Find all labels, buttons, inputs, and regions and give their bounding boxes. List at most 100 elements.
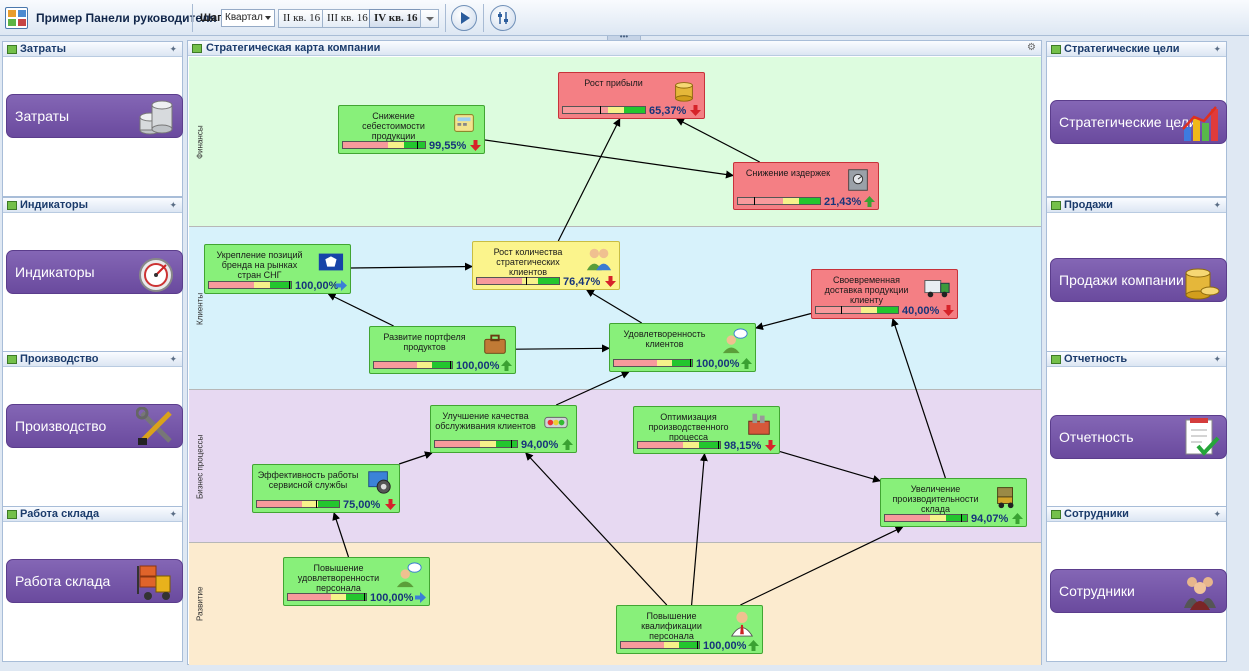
gauge-marker [417,141,418,149]
chat-person-icon [720,327,750,355]
tile-warehouse[interactable]: Работа склада [6,559,183,603]
pin-icon[interactable]: ✦ [169,200,177,210]
tile-sales[interactable]: Продажи компании [1050,258,1227,302]
map-node-ukreplenie[interactable]: Укрепление позиций бренда на рынках стра… [204,244,351,294]
link-arrow-kvalifikaciya-to-optimizaciya [691,453,708,606]
gauge-marker [526,277,527,285]
toolbar: Пример Панели руководителя Шаг: Квартал … [0,0,1249,41]
link-arrow-kvalifikaciya-to-proizvoditelnost [740,526,904,606]
pin-icon[interactable]: ✦ [169,354,177,364]
trend-up-icon [864,196,875,207]
tile-production[interactable]: Производство [6,404,183,448]
pin-icon[interactable]: ✦ [1213,509,1221,519]
panel-title: Стратегические цели [1064,43,1180,55]
trend-up-icon [748,640,759,651]
pin-icon[interactable]: ✦ [1213,200,1221,210]
kpi-value: 21,43% [824,196,862,208]
kpi-value: 40,00% [902,305,940,317]
link-arrow-ukreplenie-to-rost-klientov [350,262,473,271]
people-icon [584,245,614,273]
gauge-marker [718,441,719,449]
toolbar-separator [483,4,484,32]
chevron-down-icon [426,17,434,21]
node-title: Снижение издержек [745,168,831,178]
node-title: Улучшение качества обслуживания клиентов [435,411,536,431]
panel-title: Отчетность [1064,353,1128,365]
quarter-button-q3[interactable]: III кв. 16 [322,9,373,28]
trend-right-icon [415,592,426,603]
chat-person-icon [394,561,424,589]
tile-costs[interactable]: Затраты [6,94,183,138]
kpi-value: 65,37% [649,105,687,117]
kpi-value: 100,00% [295,280,339,292]
node-title: Оптимизация производственного процесса [648,412,729,442]
pin-icon[interactable]: ✦ [169,44,177,54]
kpi-value: 76,47% [563,276,601,288]
panel-title: Стратегическая карта компании [206,42,381,54]
tile-strategic-goals[interactable]: Стратегические цели [1050,100,1227,144]
quarter-dropdown-button[interactable] [420,9,439,28]
tile-indicators[interactable]: Индикаторы [6,250,183,294]
quarter-button-q4[interactable]: IV кв. 16 [369,9,423,28]
trend-up-icon [1012,513,1023,524]
brand-icon [315,248,345,276]
pin-icon[interactable]: ✦ [1213,354,1221,364]
pin-icon[interactable]: ✦ [1213,44,1221,54]
map-node-rost-pribyli[interactable]: Рост прибыли 65,37% [558,72,705,119]
tile-reporting[interactable]: Отчетность [1050,415,1227,459]
panel-header: Стратегическая карта компании ⚙ [188,41,1041,56]
speedometer-icon [139,258,173,292]
node-title: Развитие портфеля продуктов [383,332,466,352]
quarter-button-q2[interactable]: II кв. 16 [278,9,326,28]
kpi-gauge [637,441,721,449]
link-arrow-dostavka-to-udovl-klientov [755,312,812,331]
kpi-gauge [208,281,292,289]
map-node-dostavka[interactable]: Своевременная доставка продукции клиенту… [811,269,958,319]
map-node-kachestvo[interactable]: Улучшение качества обслуживания клиентов… [430,405,577,453]
gear-icon[interactable]: ⚙ [1027,42,1036,53]
link-arrow-snizh-izderzhek-to-rost-pribyli [675,118,760,163]
node-title: Снижение себестоимости продукции [362,111,425,141]
panel-employees: Сотрудники ✦ Сотрудники [1046,506,1227,662]
gauge-marker [690,359,691,367]
gauge-marker [364,593,365,601]
traffic-light-icon [541,409,571,437]
tile-employees[interactable]: Сотрудники [1050,569,1227,613]
play-icon [461,12,470,24]
link-arrow-rost-klientov-to-rost-pribyli [557,118,621,242]
gauge-marker [511,440,512,448]
step-select[interactable]: Квартал [221,9,275,27]
panel-icon [1051,510,1061,519]
trend-up-icon [741,358,752,369]
kpi-value: 75,00% [343,499,381,511]
map-node-snizh-izderzhek[interactable]: Снижение издержек 21,43% [733,162,879,210]
node-title: Рост прибыли [584,78,643,88]
tile-label: Стратегические цели [1059,114,1197,130]
forklift-icon [991,482,1021,510]
factory-icon [744,410,774,438]
kpi-gauge [434,440,518,448]
panel-header: Сотрудники ✦ [1047,507,1226,522]
play-button[interactable] [451,5,477,31]
kpi-gauge [620,641,700,649]
gauge-marker [754,197,755,205]
settings-button[interactable] [490,5,516,31]
gauge-marker [600,106,601,114]
trend-down-icon [385,499,396,510]
kpi-gauge [613,359,693,367]
sliders-icon [498,12,508,24]
link-arrow-servis-to-kachestvo [398,451,433,465]
pin-icon[interactable]: ✦ [169,509,177,519]
tile-label: Работа склада [15,573,111,589]
panel-title: Индикаторы [20,199,88,211]
kpi-value: 94,00% [521,439,559,451]
